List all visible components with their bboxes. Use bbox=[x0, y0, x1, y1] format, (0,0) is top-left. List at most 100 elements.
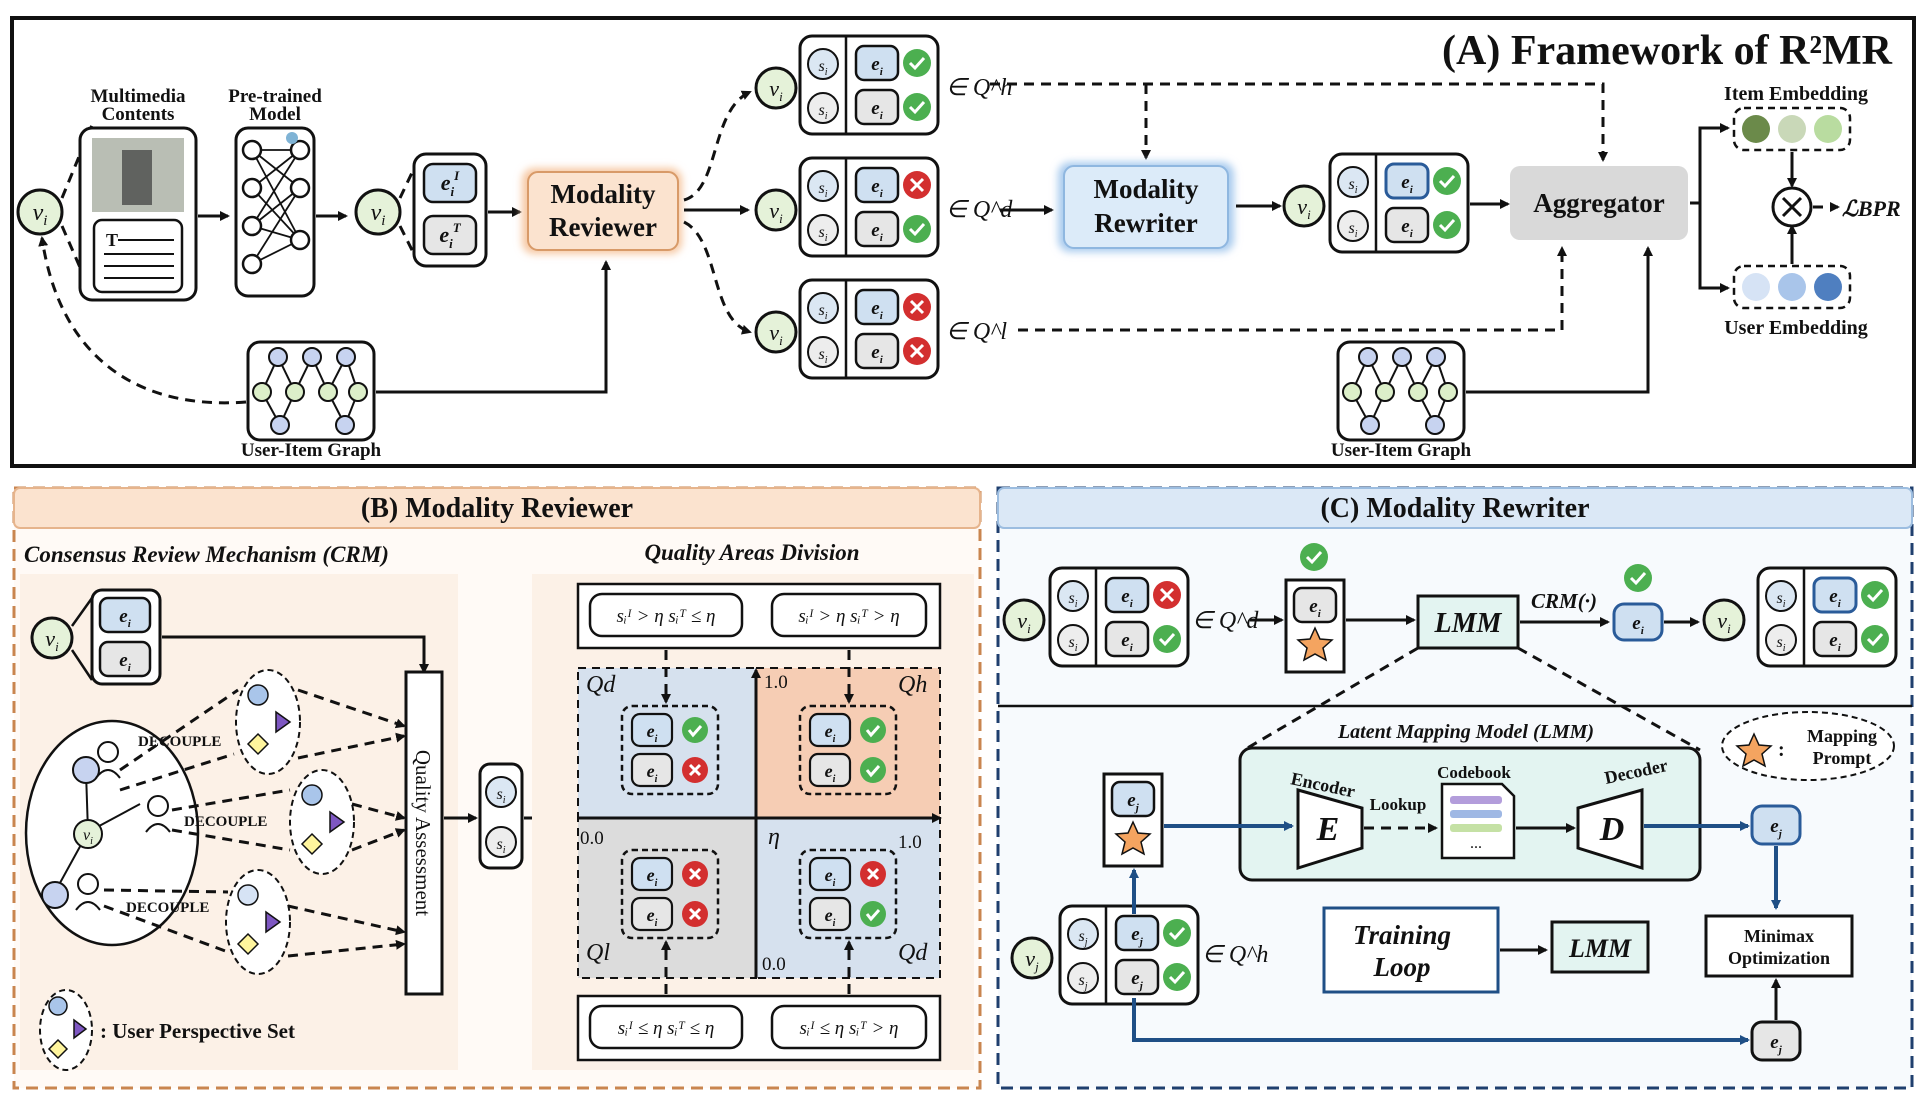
svg-text:si: si bbox=[818, 224, 827, 244]
svg-text::: : bbox=[1778, 739, 1785, 761]
aggregator-box: Aggregator bbox=[1510, 166, 1688, 240]
user-avatar-icon bbox=[97, 741, 119, 763]
encoder-block: E bbox=[1296, 788, 1364, 871]
decouple-1: DECOUPLE bbox=[138, 734, 221, 750]
svg-text:si: si bbox=[1348, 220, 1357, 240]
pretrained-label-2: Model bbox=[249, 104, 301, 125]
qtl-pair: ei ei bbox=[620, 704, 720, 796]
svg-text:ei: ei bbox=[647, 905, 658, 929]
item-embedding-label: Item Embedding bbox=[1724, 83, 1868, 105]
svg-text:sᵢᴵ ≤ η sᵢᵀ ≤ η: sᵢᴵ ≤ η sᵢᵀ ≤ η bbox=[618, 1018, 715, 1039]
panel-c-header bbox=[997, 487, 1913, 529]
star-icon bbox=[1296, 626, 1334, 662]
perspective-set bbox=[235, 669, 301, 775]
set-high-label: ∈ Q^h bbox=[946, 75, 1012, 101]
row-low: vi si si ei ei bbox=[754, 278, 940, 380]
svg-text:LMM: LMM bbox=[1568, 934, 1632, 963]
modality-rewriter-box: Modality Rewriter bbox=[1058, 162, 1234, 252]
rewriter-input-row: vi si si ei ei bbox=[1002, 566, 1190, 668]
svg-text:si: si bbox=[1068, 634, 1077, 654]
lookup-label: Lookup bbox=[1370, 795, 1427, 814]
svg-text:Training: Training bbox=[1353, 920, 1451, 950]
svg-text:ei: ei bbox=[825, 865, 836, 889]
user-perspective-label: : User Perspective Set bbox=[100, 1019, 295, 1043]
svg-text:Mapping: Mapping bbox=[1807, 726, 1877, 746]
graph-label-left: User-Item Graph bbox=[241, 440, 382, 461]
q-tr-label: Qh bbox=[898, 672, 927, 698]
ejt-embedding: ej bbox=[1750, 1020, 1802, 1062]
svg-text:si: si bbox=[818, 302, 827, 322]
svg-text:ei: ei bbox=[647, 865, 658, 889]
svg-text:Aggregator: Aggregator bbox=[1533, 188, 1664, 218]
multiply-icon bbox=[1771, 186, 1813, 228]
svg-text:si: si bbox=[1068, 590, 1077, 610]
pretrained-model-network bbox=[234, 126, 316, 298]
user-avatar-icon bbox=[77, 873, 99, 895]
modality-reviewer-box: Modality Reviewer bbox=[522, 168, 682, 254]
svg-text:sj: sj bbox=[1078, 972, 1087, 992]
svg-text:Prompt: Prompt bbox=[1813, 748, 1872, 768]
crm-fn-label: CRM(·) bbox=[1531, 589, 1597, 613]
rewritten-row: vi si si ei ei bbox=[1282, 152, 1470, 254]
set-low-label: ∈ Q^l bbox=[946, 319, 1007, 345]
user-embedding-label: User Embedding bbox=[1724, 317, 1868, 339]
multimedia-label-1: Multimedia bbox=[91, 86, 186, 107]
mapping-prompt-legend: : Mapping Prompt bbox=[1721, 711, 1895, 781]
svg-text:Reviewer: Reviewer bbox=[549, 212, 657, 242]
lmm-full-title: Latent Mapping Model (LMM) bbox=[1337, 721, 1594, 743]
svg-text:Modality: Modality bbox=[1094, 174, 1199, 204]
node-vi-embed: vi bbox=[354, 188, 402, 236]
svg-text:sᵢᴵ > η sᵢᵀ > η: sᵢᴵ > η sᵢᵀ > η bbox=[798, 606, 899, 627]
svg-text:Minimax: Minimax bbox=[1744, 926, 1814, 946]
minimax-box: Minimax Optimization bbox=[1704, 914, 1854, 978]
codebook-label: Codebook bbox=[1437, 763, 1511, 782]
check-icon bbox=[1433, 167, 1461, 195]
lmm-box-top: LMM bbox=[1416, 594, 1520, 650]
tick-top: 1.0 bbox=[764, 672, 788, 693]
set-h-label: ∈ Q^h bbox=[1202, 942, 1268, 968]
user-avatar-icon bbox=[147, 795, 169, 817]
svg-text:...: ... bbox=[1470, 835, 1482, 852]
check-icon bbox=[903, 93, 931, 121]
perspective-set bbox=[225, 869, 291, 975]
row-mid: vi si si ei ei bbox=[754, 156, 940, 258]
tick-right: 1.0 bbox=[898, 832, 922, 853]
user-perspective-legend bbox=[39, 989, 93, 1071]
training-loop-box: Training Loop bbox=[1322, 906, 1500, 994]
svg-text:si: si bbox=[818, 102, 827, 122]
rewritten-embedding: ei bbox=[1612, 564, 1664, 642]
svg-text:sᵢᴵ > η sᵢᵀ ≤ η: sᵢᴵ > η sᵢᵀ ≤ η bbox=[617, 606, 716, 627]
panel-b-header bbox=[13, 487, 981, 529]
prompt-pair: ei bbox=[1284, 543, 1346, 674]
svg-text:D: D bbox=[1599, 811, 1625, 848]
multimedia-contents-box: T bbox=[78, 126, 198, 302]
svg-text:si: si bbox=[818, 180, 827, 200]
qtr-pair: ei ei bbox=[798, 704, 898, 796]
svg-text:ei: ei bbox=[825, 905, 836, 929]
svg-text:ei: ei bbox=[647, 721, 658, 745]
condition-bottom-box: sᵢᴵ ≤ η sᵢᵀ ≤ η sᵢᴵ ≤ η sᵢᵀ > η bbox=[576, 994, 942, 1062]
svg-text:si: si bbox=[1776, 634, 1785, 654]
svg-text:Loop: Loop bbox=[1373, 952, 1431, 982]
bracket-lines bbox=[60, 124, 94, 296]
crm-title: Consensus Review Mechanism (CRM) bbox=[24, 542, 389, 567]
svg-text:ei: ei bbox=[825, 721, 836, 745]
check-icon bbox=[903, 49, 931, 77]
check-icon bbox=[1433, 211, 1461, 239]
bpr-loss-label: ℒBPR bbox=[1842, 196, 1901, 221]
svg-text:E: E bbox=[1316, 811, 1340, 848]
user-group-ellipse: vi bbox=[24, 719, 200, 947]
tick-eta: η bbox=[768, 824, 780, 850]
embedding-pair-box: eiI eiT bbox=[412, 152, 488, 268]
tick-left: 0.0 bbox=[580, 828, 604, 849]
crm-vi-node: vi ei ei bbox=[30, 588, 162, 686]
svg-text:si: si bbox=[818, 58, 827, 78]
star-icon bbox=[1735, 732, 1773, 768]
ej-tilde-output: ej bbox=[1750, 804, 1802, 846]
quality-assessment-box: Quality Assessment bbox=[404, 670, 444, 996]
svg-text:si: si bbox=[818, 346, 827, 366]
svg-text:sj: sj bbox=[1078, 928, 1087, 948]
svg-text:si: si bbox=[496, 836, 505, 856]
lmm-box-bottom: LMM bbox=[1550, 920, 1650, 974]
